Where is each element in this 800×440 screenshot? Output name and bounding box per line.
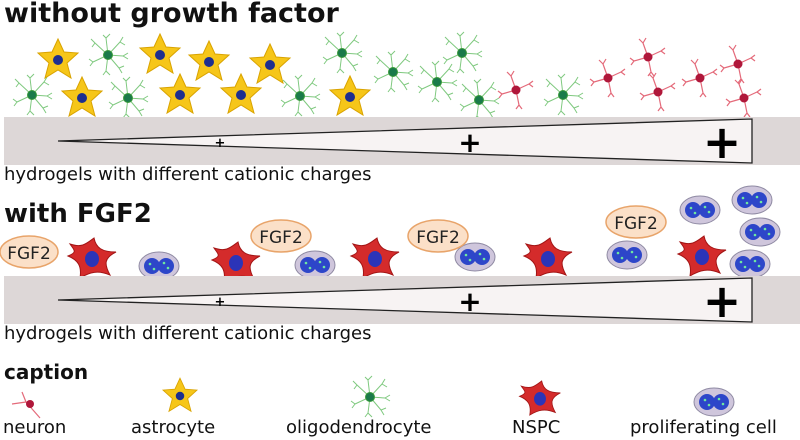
fgf2-labels: FGF2 FGF2 FGF2 FGF2 (0, 205, 667, 269)
charge-symbol-medium: + (458, 126, 481, 159)
section1-hydrogel-bar: + + + (4, 115, 800, 169)
section2-title: with FGF2 (4, 199, 152, 229)
oligodendrocyte-cell (12, 73, 53, 116)
oligodendrocyte-cell (108, 76, 149, 119)
astrocyte-cell (159, 73, 201, 114)
astrocyte-cell (249, 43, 291, 84)
neuron-icon (11, 391, 41, 419)
neuron-cell (629, 37, 666, 77)
fgf2-label: FGF2 (259, 228, 303, 248)
oligodendrocyte-cell (442, 31, 483, 74)
nspc-icon (518, 380, 561, 416)
astrocyte-cell (329, 75, 371, 116)
neuron-cell (589, 58, 626, 98)
neuron-cell (719, 44, 756, 84)
charge-symbol-large: + (703, 115, 742, 169)
caption-icons (11, 375, 735, 419)
section2-hydrogel-bar: + + + (4, 274, 800, 328)
legend-label-proliferating-cell: proliferating cell (630, 417, 777, 438)
proliferating-cell (739, 217, 781, 247)
neuron-cell (681, 58, 718, 98)
legend-label-oligodendrocyte: oligodendrocyte (286, 417, 432, 438)
proliferating-cell (679, 195, 721, 225)
proliferating-cell (606, 240, 648, 270)
nspc-cell (677, 235, 727, 277)
oligodendrocyte-cell (322, 31, 363, 74)
astrocyte-cell (139, 33, 181, 74)
section2-scale-label: hydrogels with different cationic charge… (4, 323, 372, 344)
charge-symbol-small: + (215, 295, 226, 310)
charge-symbol-large: + (703, 274, 742, 328)
nspc-cell (350, 237, 400, 279)
nspc-cell (523, 237, 573, 279)
astrocyte-cell (61, 76, 103, 117)
oligodendrocyte-cell (543, 73, 584, 116)
oligodendrocyte-icon (350, 375, 391, 418)
charge-symbol-medium: + (458, 285, 481, 318)
proliferating-cell (454, 242, 496, 272)
caption-title: caption (4, 360, 89, 384)
astrocyte-cell (188, 40, 230, 81)
section1-cells (12, 31, 762, 121)
oligodendrocyte-cell (280, 74, 321, 117)
legend-label-astrocyte: astrocyte (131, 417, 216, 438)
section1-title: without growth factor (4, 0, 339, 29)
oligodendrocyte-cell (373, 50, 414, 93)
neuron-cell (725, 78, 762, 118)
astrocyte-icon (161, 377, 199, 413)
astrocyte-cell (220, 73, 262, 114)
proliferating-cell (294, 250, 336, 280)
oligodendrocyte-cell (88, 33, 129, 76)
astrocyte-cell (37, 38, 79, 79)
neuron-cell (639, 72, 676, 112)
charge-symbol-small: + (215, 136, 226, 151)
proliferating-cell-icon (693, 387, 735, 417)
fgf2-label: FGF2 (614, 214, 658, 234)
fgf2-label: FGF2 (7, 244, 51, 264)
oligodendrocyte-cell (459, 78, 500, 121)
neuron-cell (497, 70, 534, 110)
oligodendrocyte-cell (417, 60, 458, 103)
legend-label-neuron: neuron (3, 417, 67, 438)
proliferating-cell (731, 185, 773, 215)
nspc-cell (67, 237, 117, 279)
fgf2-label: FGF2 (416, 228, 460, 248)
legend-label-nspc: NSPC (512, 417, 561, 438)
proliferating-cell (138, 251, 180, 281)
section1-scale-label: hydrogels with different cationic charge… (4, 164, 372, 185)
